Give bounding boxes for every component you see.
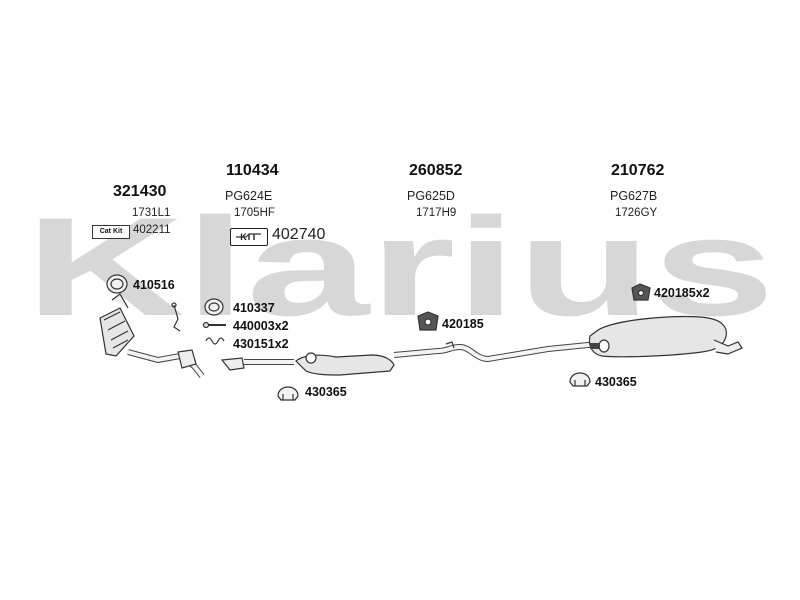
fitting-label-440003x2: 440003x2 [233, 319, 289, 333]
cat-kit-badge: Cat Kit [92, 225, 130, 239]
rubber-mount-icon [417, 311, 439, 331]
spring-icon [205, 337, 225, 345]
fitting-label-420185x2: 420185x2 [654, 286, 710, 300]
watermark-text: Klarius [25, 212, 775, 320]
variant-pg624e: PG624E [225, 189, 273, 203]
clamp-icon [569, 372, 591, 387]
kit-tool-icon [236, 233, 261, 238]
code-1717h9: 1717H9 [416, 207, 457, 219]
kit-badge: KIT [230, 228, 268, 246]
part-number-210762: 210762 [611, 162, 665, 179]
fitting-label-430365-front: 430365 [305, 385, 347, 399]
fitting-label-430365-rear: 430365 [595, 375, 637, 389]
rear-silencer [588, 315, 743, 358]
clamp-icon [277, 386, 299, 401]
code-1726gy: 1726GY [615, 207, 658, 219]
fitting-label-410516: 410516 [133, 278, 175, 292]
bolt-icon [202, 321, 226, 329]
gasket-ring-icon [106, 274, 128, 294]
part-number-260852: 260852 [409, 162, 463, 179]
part-number-110434: 110434 [226, 162, 279, 179]
part-number-321430: 321430 [113, 183, 167, 200]
fitting-label-410337: 410337 [233, 301, 275, 315]
fitting-label-420185: 420185 [442, 317, 484, 331]
kit-number: 402740 [272, 226, 326, 243]
gasket-ring-icon [204, 298, 224, 316]
fitting-label-430151x2: 430151x2 [233, 337, 289, 351]
variant-pg627b: PG627B [610, 189, 658, 203]
code-1731l1: 1731L1 [132, 207, 171, 219]
front-pipe [127, 349, 294, 378]
variant-pg625d: PG625D [407, 189, 455, 203]
centre-silencer [295, 341, 598, 376]
code-1705hf: 1705HF [234, 207, 275, 219]
cat-kit-number: 402211 [133, 224, 171, 236]
klarius-watermark: Klarius [25, 212, 775, 320]
catalytic-converter [99, 293, 181, 357]
rubber-mount-icon [631, 283, 651, 301]
